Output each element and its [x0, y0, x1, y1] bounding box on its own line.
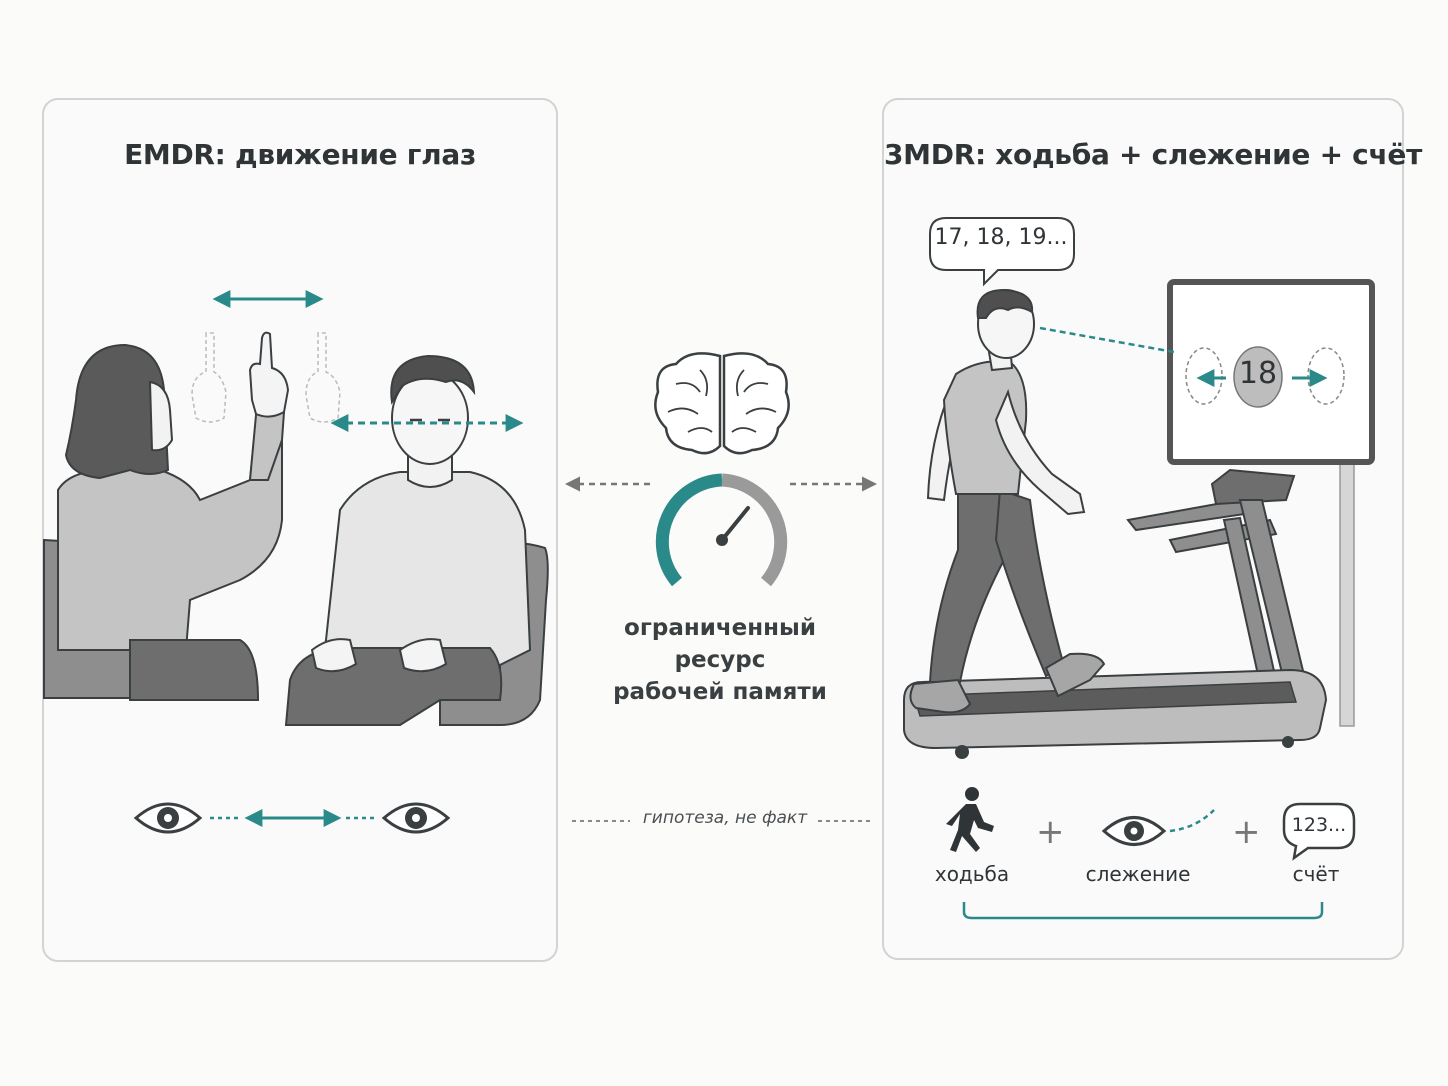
ghost-hand-right	[305, 332, 341, 423]
working-memory-line-2: ресурс	[674, 647, 766, 673]
plus-sign-1: +	[1036, 812, 1065, 852]
eye-tracking-icon	[1101, 809, 1215, 846]
counting-label: счёт	[1292, 862, 1340, 886]
client-figure	[284, 354, 549, 726]
treadmill	[903, 468, 1328, 759]
walker-gaze-line	[1039, 326, 1175, 354]
walking-person	[909, 288, 1106, 714]
plus-sign-2: +	[1232, 812, 1261, 852]
brain-icon	[654, 352, 790, 455]
counting-bubble-text: 123...	[1291, 814, 1347, 836]
gauge-icon	[655, 473, 788, 587]
components-bracket	[962, 902, 1324, 920]
speech-bubble-text: 17, 18, 19...	[934, 225, 1068, 250]
screen-target-number: 18	[1238, 356, 1278, 391]
working-memory-line-1: ограниченный	[624, 615, 816, 641]
eye-icon-right	[381, 802, 451, 834]
emdr-panel-title: EMDR: движение глаз	[124, 138, 476, 171]
walking-person-icon	[946, 787, 994, 852]
walking-label: ходьба	[934, 862, 1010, 886]
tracking-label: слежение	[1085, 862, 1191, 886]
speech-bubble	[929, 217, 1075, 287]
ghost-hand-left	[191, 332, 227, 423]
hypothesis-note: гипотеза, не факт	[642, 808, 808, 828]
3mdr-panel-title: 3MDR: ходьба + слежение + счёт	[884, 138, 1423, 171]
working-memory-line-3: рабочей памяти	[613, 679, 827, 705]
counting-speech-icon	[1282, 802, 1356, 861]
tracking-screen	[1167, 279, 1375, 727]
working-memory-label: ограниченный ресурс рабочей памяти	[600, 612, 840, 708]
therapist-figure	[43, 331, 290, 701]
eye-icon-left	[133, 802, 203, 834]
